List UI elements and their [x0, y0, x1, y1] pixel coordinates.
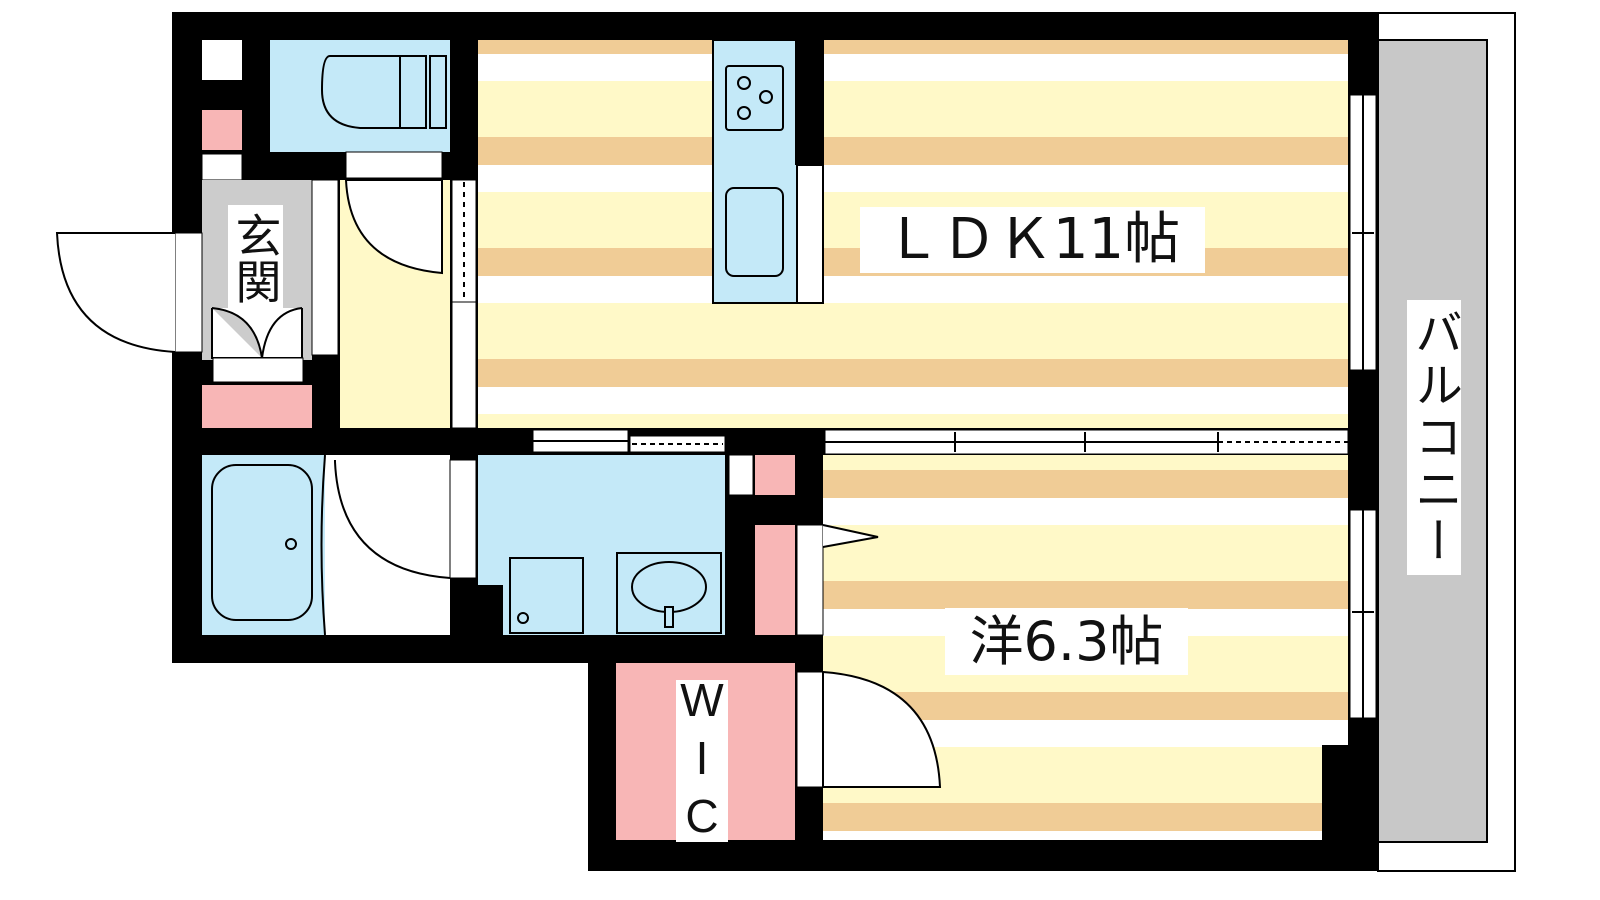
entrance-label: 玄関 [228, 205, 283, 310]
toilet-room [201, 40, 450, 181]
sink-icon [725, 187, 784, 277]
washroom [478, 454, 795, 635]
storage-small [202, 110, 242, 150]
balcony [1377, 12, 1516, 872]
bedroom-door[interactable] [796, 670, 942, 788]
kitchen-counter [712, 39, 824, 304]
bedroom-label: 洋6.3帖 [945, 608, 1188, 675]
toilet-door[interactable] [344, 179, 443, 275]
toilet-icon [320, 55, 447, 129]
bathroom-door[interactable] [334, 460, 451, 579]
bathtub-icon [211, 464, 313, 621]
window-ldk[interactable] [1349, 94, 1377, 371]
ldk-label: ＬＤＫ11帖 [860, 207, 1205, 273]
ldk-door[interactable] [451, 301, 477, 429]
wall-column [1322, 745, 1348, 840]
washing-machine-icon [509, 557, 584, 634]
window-bedroom[interactable] [1349, 509, 1377, 719]
washbasin-icon [616, 552, 722, 634]
bathroom [202, 454, 477, 636]
wic-label: WIC [676, 674, 728, 848]
entrance-door[interactable] [55, 232, 203, 353]
sliding-doors[interactable] [532, 429, 1349, 455]
stove-icon [725, 65, 784, 131]
closet-door[interactable] [796, 524, 879, 636]
balcony-label: バルコニー [1406, 300, 1462, 575]
